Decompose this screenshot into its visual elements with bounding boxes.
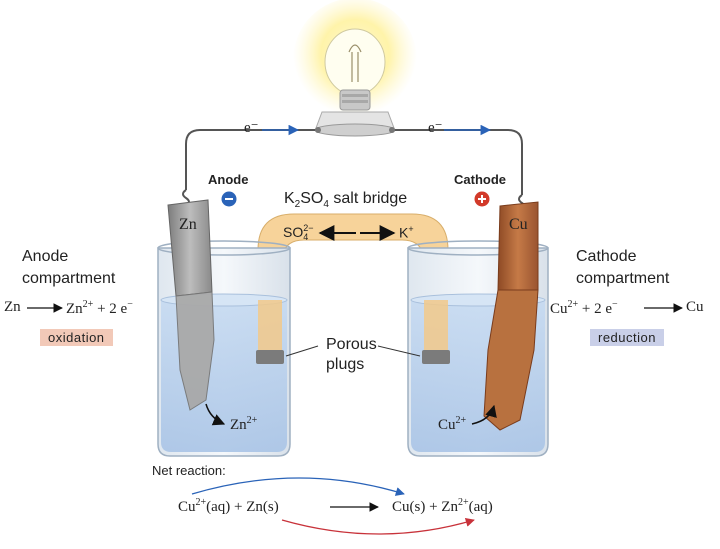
potassium-ion: K+	[399, 224, 414, 241]
electron-label-right: e⁻	[428, 120, 443, 136]
copper-ion-label: Cu2+	[438, 415, 467, 433]
porous-plug-left	[256, 350, 284, 364]
copper-electrode	[483, 201, 539, 431]
oxidation-tag: oxidation	[40, 329, 113, 346]
cathode-half-reaction-right: Cu	[686, 299, 704, 315]
net-reaction-right: Cu(s) + Zn2+(aq)	[392, 497, 493, 515]
left-wire	[185, 129, 318, 190]
reduction-tag: reduction	[590, 329, 664, 346]
zinc-label: Zn	[179, 216, 197, 233]
zinc-electrode	[167, 199, 215, 411]
zinc-ion-label: Zn2+	[230, 415, 258, 433]
net-arrow-blue	[191, 477, 405, 496]
net-arrow-red	[281, 517, 475, 535]
cathode-label: Cathode	[454, 172, 506, 187]
cathode-half-reaction-left: Cu2+ + 2 e−	[550, 299, 618, 317]
net-reaction-label: Net reaction:	[152, 463, 226, 478]
salt-bridge-title: K2SO4 salt bridge	[284, 190, 408, 211]
electron-label-left: e⁻	[244, 120, 259, 136]
net-reaction-left: Cu2+(aq) + Zn(s)	[178, 497, 279, 515]
right-wire	[392, 129, 523, 195]
anode-half-reaction-right: Zn2+ + 2 e−	[66, 299, 133, 317]
anode-half-reaction-left: Zn	[4, 299, 21, 315]
copper-label: Cu	[509, 216, 528, 233]
porous-plug-right	[422, 350, 450, 364]
anode-label: Anode	[208, 172, 249, 187]
